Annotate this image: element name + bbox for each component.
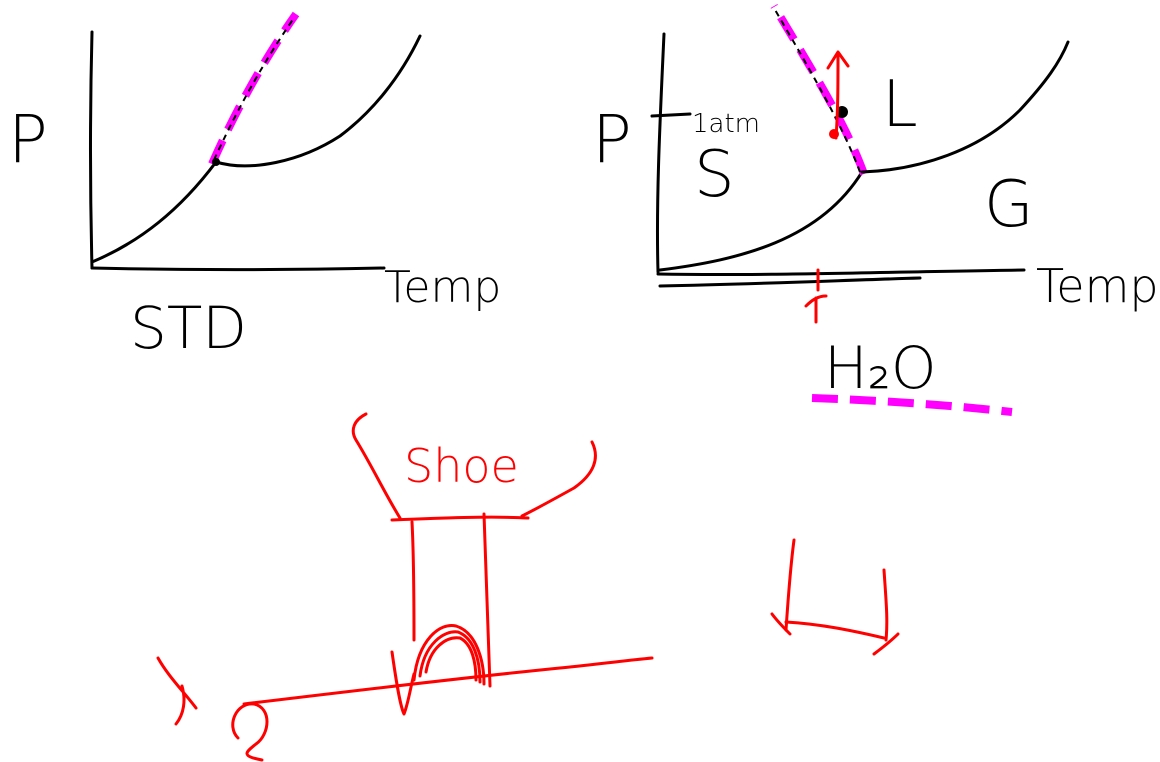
bracket-left-tail — [770, 612, 792, 636]
blade-arch-1 — [412, 623, 486, 686]
blade-holder-left — [410, 520, 416, 642]
water-fusion-curve-highlight — [770, 3, 868, 176]
shoe-outline-right — [520, 440, 597, 518]
water-solid-region-label: S — [694, 138, 735, 212]
water-x-axis-lower — [658, 276, 922, 288]
water-point-marker — [836, 106, 848, 118]
std-fusion-curve — [213, 17, 295, 161]
shoe-sketch — [156, 412, 654, 762]
blade-v — [390, 650, 416, 716]
shoe-label: Shoe — [404, 439, 519, 493]
water-caption: H₂O — [824, 334, 937, 402]
std-fusion-curve-highlight — [208, 11, 300, 166]
std-sublimation-curve — [90, 160, 218, 264]
bracket-right-wall — [882, 568, 889, 642]
melting-temp-tick — [804, 268, 828, 324]
water-sublimation-curve — [658, 170, 864, 272]
std-caption: STD — [130, 294, 247, 362]
pressure-arrow — [826, 50, 850, 140]
h2o-underline — [811, 394, 1013, 416]
water-x-axis — [656, 268, 1026, 277]
pressure-arrow-dot — [829, 129, 839, 139]
bracket-sketch — [770, 538, 900, 656]
std-phase-diagram — [89, 11, 422, 271]
std-x-axis — [90, 266, 386, 271]
blade-arch-3 — [424, 636, 478, 682]
water-1atm-label: 1atm — [692, 109, 760, 139]
water-y-axis — [655, 32, 666, 274]
std-triple-point — [212, 158, 220, 166]
water-vaporization-curve — [860, 40, 1070, 174]
water-y-axis-label: P — [592, 101, 632, 178]
ice-squiggle — [156, 656, 269, 762]
water-gas-region-label: G — [984, 168, 1034, 242]
bracket-right-tail — [872, 632, 900, 656]
std-vaporization-curve — [214, 34, 422, 168]
water-phase-diagram — [650, 3, 1070, 416]
bracket-bottom — [784, 620, 886, 640]
std-x-axis-label: Temp — [384, 262, 501, 313]
water-x-axis-label: Temp — [1036, 259, 1159, 313]
blade-arch-2 — [418, 630, 482, 684]
blade-holder-right — [482, 512, 492, 688]
ice-surface-line — [242, 656, 654, 706]
water-1atm-tick — [650, 112, 692, 118]
bracket-left-wall — [784, 538, 796, 632]
std-y-axis-label: P — [8, 101, 48, 178]
shoe-sole-line — [390, 515, 530, 522]
water-liquid-region-label: L — [882, 68, 918, 142]
shoe-outline-left — [351, 412, 402, 520]
std-y-axis — [89, 30, 94, 270]
